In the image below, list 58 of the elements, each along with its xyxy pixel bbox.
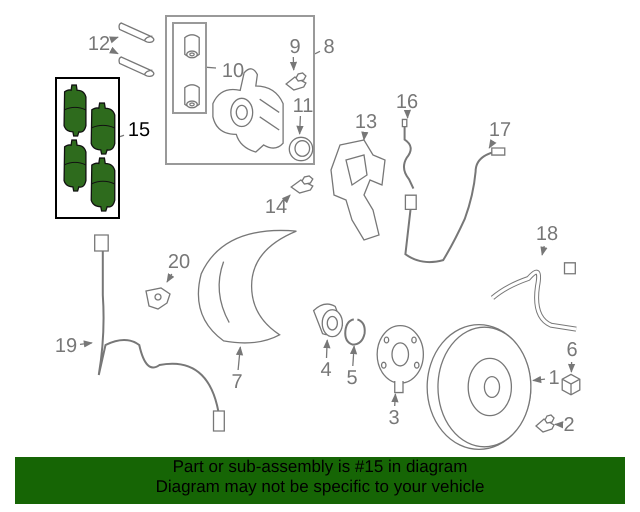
brake-pad-drawing — [62, 84, 88, 136]
callout-number: 9 — [286, 35, 304, 59]
leader-line — [109, 46, 119, 54]
callout-number: 3 — [385, 406, 403, 430]
leader-line — [290, 56, 298, 71]
callout-number: 6 — [563, 338, 581, 362]
callout-number: 16 — [393, 90, 421, 114]
leader-line — [314, 50, 320, 54]
seal-ring-drawing — [288, 136, 314, 162]
leader-line — [296, 116, 304, 135]
caliper-bracket-drawing — [328, 140, 388, 240]
notice-text: Part or sub-assembly is #15 in diagram — [172, 457, 468, 477]
leader-line — [282, 194, 291, 204]
callout-number: 8 — [320, 35, 338, 59]
leader-line — [204, 66, 216, 69]
bolt-drawing — [535, 414, 555, 434]
callout-number: 10 — [218, 59, 248, 83]
leader-line — [568, 362, 576, 373]
leader-line — [120, 134, 124, 138]
leader-line — [80, 340, 93, 348]
callout-number: 15 — [124, 118, 154, 142]
callout-number: 7 — [228, 370, 246, 394]
leader-line — [109, 36, 119, 44]
callout-number: 2 — [560, 413, 578, 437]
leader-line — [391, 393, 399, 406]
callout-number: 20 — [165, 250, 193, 274]
parts-group-frame — [172, 22, 207, 114]
brake-pad-drawing — [89, 102, 117, 154]
leader-line — [166, 273, 174, 283]
callout-number: 1 — [545, 366, 563, 390]
parts-group-frame — [165, 15, 315, 165]
leader-line — [404, 110, 412, 119]
brake-pad-drawing — [89, 157, 117, 211]
brake-pad-drawing — [62, 139, 88, 191]
leader-line — [554, 421, 564, 428]
bolt-drawing — [290, 175, 314, 195]
callout-number: 19 — [52, 334, 80, 358]
notice-text: Diagram may not be specific to your vehicle — [154, 477, 486, 497]
nut-drawing — [560, 372, 582, 396]
callout-number: 13 — [352, 110, 380, 134]
callout-number: 11 — [289, 94, 317, 118]
leader-line — [540, 246, 548, 256]
snap-ring-drawing — [343, 318, 367, 346]
callout-number: 18 — [533, 222, 561, 246]
leader-line — [350, 345, 358, 366]
leader-line — [236, 346, 244, 370]
callout-number: 17 — [486, 118, 514, 142]
leader-line — [323, 339, 331, 358]
callout-number: 12 — [85, 32, 113, 56]
callout-number: 5 — [343, 366, 361, 390]
brake-rotor-drawing — [425, 322, 533, 452]
callout-number: 4 — [317, 358, 335, 382]
parts-group-frame — [55, 77, 120, 219]
bolt-drawing — [285, 72, 307, 92]
leader-line — [532, 376, 546, 384]
leader-line — [361, 131, 368, 141]
leader-line — [488, 139, 497, 149]
callout-number: 14 — [262, 195, 290, 219]
